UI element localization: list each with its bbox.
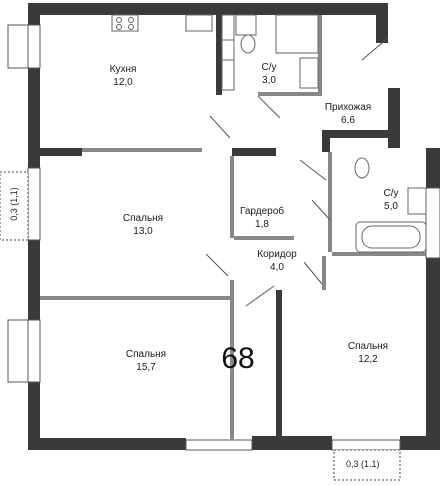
wall-right-lower (426, 148, 440, 188)
ext-window-left-top (7, 24, 29, 69)
room-bedroom1-label: Спальня 13,0 (123, 212, 163, 238)
window-bottom-right (331, 439, 401, 451)
wall-bedroom3-left (276, 290, 282, 440)
wall-top (28, 3, 388, 15)
window-left-top (27, 24, 41, 69)
room-bath2-area: 5,0 (384, 201, 398, 212)
wall-bath2-bottom (332, 252, 426, 256)
outer-walls (28, 3, 440, 450)
room-bedroom2-name: Спальня (125, 349, 167, 360)
room-kitchen-label: Кухня 12,0 (110, 63, 137, 89)
wall-kitchen-bottom-left (40, 148, 82, 156)
room-bedroom2-area: 15,7 (136, 362, 156, 373)
burner-1 (116, 17, 122, 23)
room-bedroom3-label: Спальня 12,2 (348, 340, 388, 366)
room-bedroom1-name: Спальня (122, 213, 164, 224)
room-bath1-label: С/у 3,0 (262, 61, 277, 87)
room-bath2-name: С/у (383, 188, 399, 199)
room-corridor-label: Коридор 4,0 (257, 248, 297, 274)
bath2-fixtures (354, 157, 427, 253)
room-kitchen-area: 12,0 (113, 77, 133, 88)
bath1-fixtures (235, 14, 319, 89)
balcony-left-frame (0, 171, 29, 241)
toilet-2 (354, 157, 370, 179)
wall-wardrobe-left (230, 156, 234, 238)
room-corridor-name: Коридор (257, 249, 297, 260)
wall-wardrobe-bottom (234, 236, 294, 240)
room-corridor-area: 4,0 (270, 262, 284, 273)
room-hall-label: Прихожая 6,6 (325, 101, 371, 127)
wall-bedroom2-right (230, 280, 234, 440)
wall-top-right (376, 3, 388, 43)
room-hall-area: 6,6 (341, 115, 355, 126)
stove (111, 14, 139, 32)
room-hall-name: Прихожая (324, 102, 372, 113)
balcony-bottom-label: 0,3 (1.1) (346, 459, 380, 469)
wall-bottom-left (28, 438, 186, 450)
wall-bedroom1-bottom (40, 296, 232, 300)
window-bottom (185, 439, 253, 451)
door-bedroom3 (303, 261, 323, 285)
room-bedroom2-label: Спальня 15,7 (126, 348, 166, 374)
burner-4 (128, 24, 134, 30)
bathtub-inner (361, 225, 421, 249)
burner-2 (128, 17, 134, 23)
interior-walls (40, 15, 426, 440)
door-entrance (361, 37, 389, 61)
wall-right-bottom (426, 258, 440, 448)
wall-left-lower (28, 382, 40, 450)
kitchen-fixtures (111, 14, 235, 91)
window-left-mid (27, 167, 41, 241)
room-bedroom3-area: 12,2 (358, 354, 378, 365)
bath2-sink (407, 187, 427, 215)
door-bath1 (257, 95, 281, 119)
shower (275, 14, 319, 54)
room-bath1-name: С/у (261, 62, 277, 73)
room-kitchen-name: Кухня (109, 64, 137, 75)
wall-bottom-mid (252, 436, 332, 450)
wall-bedroom-top-mid (232, 148, 276, 156)
room-bath2-label: С/у 5,0 (384, 187, 399, 213)
door-bedroom1 (205, 253, 229, 277)
door-bath2 (299, 159, 327, 181)
fridge (221, 14, 235, 91)
wall-right-upper (388, 88, 400, 148)
bath1-sink (299, 57, 319, 89)
wall-left-upper (28, 68, 40, 168)
room-wardrobe-name: Гардероб (240, 206, 284, 217)
burner-3 (116, 24, 122, 30)
window-left-low (27, 319, 41, 383)
wall-left-top (28, 3, 40, 25)
doors (205, 37, 389, 307)
door-wardrobe (311, 199, 331, 221)
wall-bedroom3-top (322, 256, 326, 290)
wall-hall-bath2-b (322, 130, 330, 152)
balcony-bottom-frame (333, 449, 401, 481)
room-wardrobe-area: 1,8 (255, 219, 269, 230)
room-bath1-area: 3,0 (262, 75, 276, 86)
wall-bath1-right (318, 15, 322, 95)
ext-window-left-low (7, 319, 29, 383)
door-kitchen (209, 115, 231, 139)
room-wardrobe-label: Гардероб 1,8 (240, 205, 284, 231)
wall-bath1-bottom (258, 92, 322, 96)
balcony-left-label: 0,3 (1,1) (9, 187, 19, 221)
wall-left-mid (28, 240, 40, 320)
wall-hall-bath2 (322, 130, 388, 138)
unit-number: 68 (221, 342, 255, 375)
wall-kitchen-bottom (82, 148, 202, 152)
washer (235, 14, 257, 36)
room-bedroom1-area: 13,0 (133, 226, 153, 237)
window-right (425, 187, 440, 259)
door-bedroom2 (245, 285, 275, 307)
toilet-1 (240, 34, 256, 54)
room-bedroom3-name: Спальня (347, 341, 389, 352)
windows (7, 24, 440, 451)
wall-bath1-left (216, 15, 222, 95)
wall-bath2-left (328, 152, 332, 252)
kitchen-sink (185, 14, 213, 32)
